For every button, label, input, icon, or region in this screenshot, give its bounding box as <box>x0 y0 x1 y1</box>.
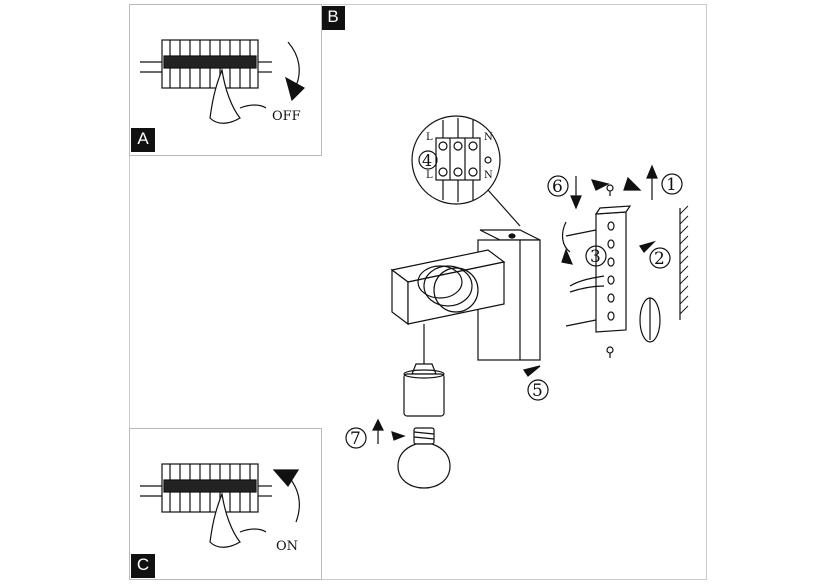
arrow-step-5 <box>523 365 541 377</box>
step-1-circle <box>661 173 683 195</box>
arrow-rotate-left <box>591 179 610 191</box>
step-5-label: 5 <box>532 381 543 401</box>
step-2-label: 2 <box>654 249 665 269</box>
step-3-circle <box>585 245 607 267</box>
arrow-step-3 <box>561 248 574 265</box>
rotate-off-arrow <box>287 41 300 87</box>
step-2-circle <box>649 247 671 269</box>
screw-top <box>565 229 597 237</box>
terminal-l-bottom: L <box>426 170 433 181</box>
fixing-screw-bottom <box>606 346 614 358</box>
terminal-block-callout <box>411 115 521 227</box>
step-7-circle <box>345 427 367 449</box>
step-6-label: 6 <box>552 177 563 197</box>
step-3-label: 3 <box>590 247 601 267</box>
mounting-bracket <box>565 205 632 333</box>
panel-b-tag: B <box>321 6 345 30</box>
fixing-screw-top <box>606 184 614 196</box>
terminal-l-top: L <box>426 132 433 143</box>
panel-c <box>129 428 322 580</box>
step-4-label: 4 <box>422 151 432 170</box>
arrow-step-3-curve <box>561 221 571 253</box>
panel-a-tag: A <box>131 128 155 152</box>
screw-bottom <box>565 319 597 327</box>
light-bulb <box>397 427 451 489</box>
terminal-n-bottom: N <box>484 170 493 181</box>
step-7-label: 7 <box>350 429 361 449</box>
wall-lamp-body <box>390 229 541 364</box>
panel-c-tag: C <box>131 554 155 578</box>
step-4-circle <box>418 150 438 170</box>
breaker-panel-c <box>140 463 272 548</box>
breaker-panel-a <box>140 39 272 124</box>
terminal-n-top: N <box>484 132 493 143</box>
switch-on-label: ON <box>276 539 298 554</box>
arrow-step-2 <box>639 240 657 253</box>
arrow-rotate-right <box>623 176 642 191</box>
step-6-circle <box>547 175 569 197</box>
step-1-label: 1 <box>666 175 677 195</box>
switch-off-label: OFF <box>272 109 301 124</box>
step-5-circle <box>527 379 549 401</box>
lamp-socket <box>403 363 445 417</box>
